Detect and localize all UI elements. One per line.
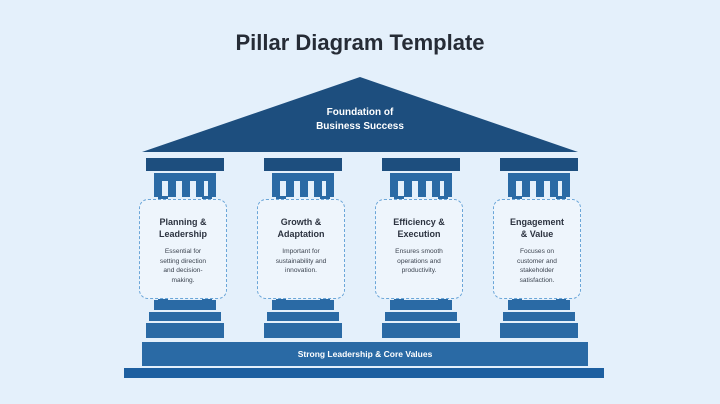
pillar-description-line: Focuses on — [519, 248, 555, 255]
pillar-card: Growth & Adaptation Important for sustai… — [257, 199, 345, 299]
pillar-engagement-value: Engagement & Value Focuses on customer a… — [493, 0, 610, 404]
pillar-title-line-2: Execution — [397, 229, 441, 239]
pillar-flute — [300, 181, 308, 197]
pillar-lower-neck — [154, 300, 216, 310]
pillar-capital — [146, 158, 224, 171]
pillar-base — [500, 323, 578, 338]
pillar-base-upper — [267, 312, 339, 321]
pillar-title-line-1: Growth & — [280, 217, 322, 227]
pillar-flute — [432, 181, 440, 197]
pillar-flute — [208, 181, 216, 197]
pillar-neck — [390, 173, 452, 181]
pillar-description-line: stakeholder — [519, 267, 555, 274]
pillar-title-line-1: Efficiency & — [393, 217, 445, 227]
roof-label-line-2: Business Success — [316, 121, 404, 132]
pillar-neck — [272, 173, 334, 181]
pillar-description-line: setting direction — [159, 257, 207, 265]
roof-pediment — [142, 77, 578, 152]
pillar-description-line: customer and — [517, 257, 557, 265]
pillar-card: Planning & Leadership Essential for sett… — [139, 199, 227, 299]
pillar-flute — [404, 181, 412, 197]
pillar-title-line-2: & Value — [520, 229, 554, 239]
pillar-title-line-2: Adaptation — [277, 229, 325, 239]
pillar-flute — [182, 181, 190, 197]
pillar-flute — [562, 181, 570, 197]
roof-label: Foundation of Business Success — [260, 106, 460, 134]
pillar-title: Growth & Adaptation — [263, 216, 339, 240]
pillar-capital — [264, 158, 342, 171]
pillar-capital — [382, 158, 460, 171]
pillar-neck — [508, 173, 570, 181]
pillar-flute — [196, 181, 204, 197]
diagram-title: Pillar Diagram Template — [235, 30, 485, 55]
pillar-lower-neck — [508, 300, 570, 310]
pillar-description-line: operations and — [397, 257, 441, 265]
pillar-base — [264, 323, 342, 338]
pillar-efficiency-execution: Efficiency & Execution Ensures smooth op… — [375, 0, 492, 404]
pillar-flute — [522, 181, 530, 197]
base-plinth: Strong Leadership & Core Values — [142, 342, 588, 366]
pillar-description-line: Essential for — [164, 248, 202, 255]
pillar-flute — [168, 181, 176, 197]
pillar-base — [146, 323, 224, 338]
pillar-description-line: and decision- — [163, 267, 203, 274]
pillar-base-upper — [149, 312, 221, 321]
base-floor — [124, 368, 604, 378]
pillar-description-line: productivity. — [401, 267, 437, 274]
pillar-title-line-1: Planning & — [159, 217, 207, 227]
pillar-growth-adaptation: Growth & Adaptation Important for sustai… — [257, 0, 374, 404]
pillar-flute — [418, 181, 426, 197]
base-label: Strong Leadership & Core Values — [297, 349, 433, 359]
pillar-flute — [390, 181, 398, 197]
pillar-flute — [314, 181, 322, 197]
pillar-base — [382, 323, 460, 338]
roof-label-line-1: Foundation of — [326, 107, 394, 118]
pillar-planning-leadership: Planning & Leadership Essential for sett… — [139, 0, 256, 404]
pillar-card: Efficiency & Execution Ensures smooth op… — [375, 199, 463, 299]
pillar-base-upper — [503, 312, 575, 321]
pillar-description-line: sustainability and — [275, 257, 327, 265]
pillar-base-upper — [385, 312, 457, 321]
pillar-flute — [154, 181, 162, 197]
pillar-flute — [444, 181, 452, 197]
pillar-description: Focuses on customer and stakeholder sati… — [499, 247, 575, 285]
pillar-flute — [536, 181, 544, 197]
pillar-description-line: Important for — [282, 248, 320, 255]
pillar-card: Engagement & Value Focuses on customer a… — [493, 199, 581, 299]
pillar-description-line: innovation. — [285, 267, 317, 274]
pillar-description: Essential for setting direction and deci… — [145, 247, 221, 285]
pillar-title: Engagement & Value — [499, 216, 575, 240]
pillar-lower-neck — [272, 300, 334, 310]
pillar-flute — [272, 181, 280, 197]
pillar-flute — [550, 181, 558, 197]
pillar-flute — [286, 181, 294, 197]
pillar-description-line: making. — [171, 276, 195, 284]
pillar-description: Ensures smooth operations and productivi… — [381, 247, 457, 276]
pillar-title: Efficiency & Execution — [381, 216, 457, 240]
pillar-lower-neck — [390, 300, 452, 310]
pillar-title: Planning & Leadership — [145, 216, 221, 240]
pillar-title-line-1: Engagement — [509, 217, 564, 227]
pillar-description-line: satisfaction. — [519, 276, 555, 284]
pillar-capital — [500, 158, 578, 171]
pillar-description-line: Ensures smooth — [395, 248, 443, 255]
pillar-flute — [326, 181, 334, 197]
pillar-flute — [508, 181, 516, 197]
pillar-description: Important for sustainability and innovat… — [263, 247, 339, 276]
pillar-neck — [154, 173, 216, 181]
pillar-title-line-2: Leadership — [158, 229, 207, 239]
